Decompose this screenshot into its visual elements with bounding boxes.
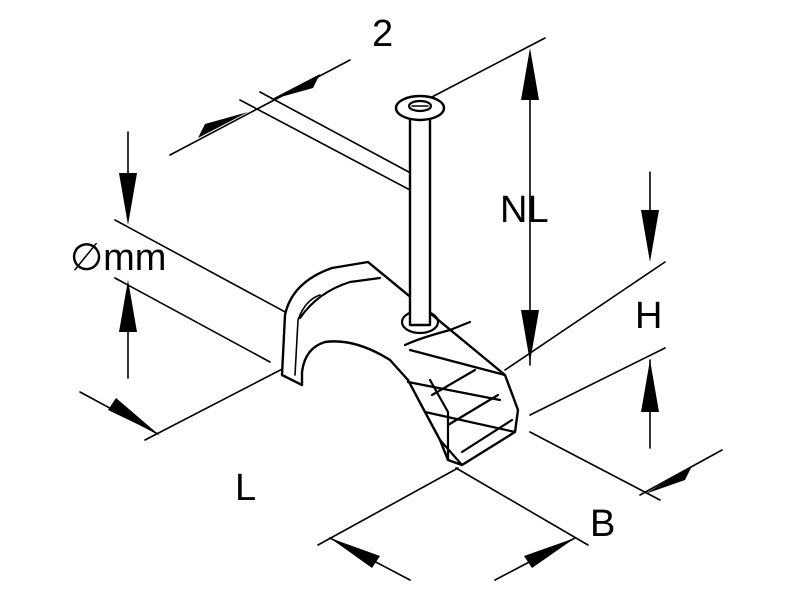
cable-clip — [280, 260, 520, 467]
dimension-nail-gap — [169, 59, 421, 191]
label-nail-length: NL — [500, 189, 549, 231]
label-nail-gap: 2 — [372, 13, 393, 55]
dimension-diameter — [114, 131, 301, 379]
label-width: B — [590, 503, 615, 545]
dimension-length — [79, 364, 291, 441]
dimension-height — [504, 171, 666, 449]
dimension-nail-length — [429, 37, 546, 366]
label-length: L — [235, 467, 256, 509]
label-height: H — [635, 295, 662, 337]
label-diameter: ∅mm — [70, 237, 166, 279]
dimension-width — [317, 431, 723, 581]
nail — [394, 94, 446, 327]
